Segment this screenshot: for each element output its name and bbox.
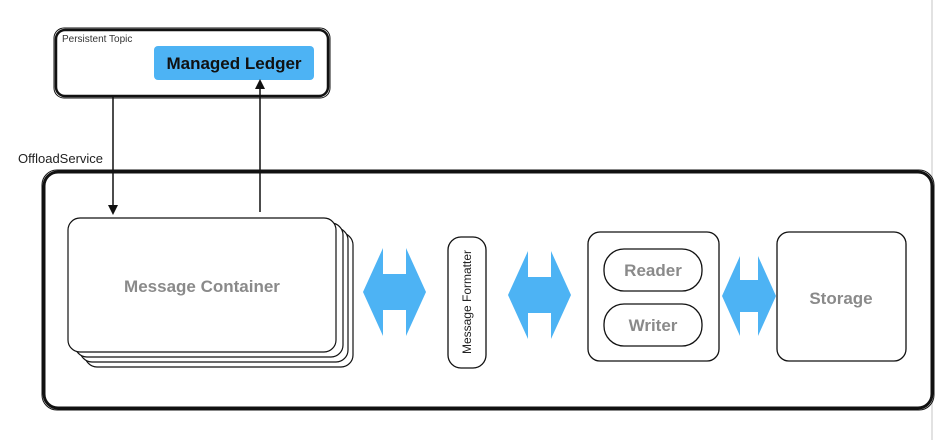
persistent-topic-box: Persistent Topic Managed Ledger xyxy=(53,27,331,99)
persistent-topic-label: Persistent Topic xyxy=(62,34,132,45)
offload-service-label: OffloadService xyxy=(18,151,103,166)
double-arrow-icon xyxy=(363,248,426,336)
message-formatter-box: Message Formatter xyxy=(447,236,487,369)
storage-label: Storage xyxy=(809,289,872,308)
message-container-stack: Message Container xyxy=(67,217,354,368)
offload-service-box xyxy=(41,169,935,411)
managed-ledger-label: Managed Ledger xyxy=(166,54,301,73)
message-container-label: Message Container xyxy=(124,277,280,296)
message-formatter-label: Message Formatter xyxy=(460,250,474,354)
writer-label: Writer xyxy=(629,316,678,335)
reader-label: Reader xyxy=(624,261,682,280)
reader-pill xyxy=(603,248,703,292)
double-arrow-icon xyxy=(508,251,571,339)
managed-ledger-box: Managed Ledger xyxy=(154,46,314,80)
double-arrow-icon xyxy=(722,256,776,336)
reader-writer-box: Reader Writer xyxy=(587,231,720,362)
storage-box: Storage xyxy=(776,231,907,362)
writer-pill xyxy=(603,303,703,347)
